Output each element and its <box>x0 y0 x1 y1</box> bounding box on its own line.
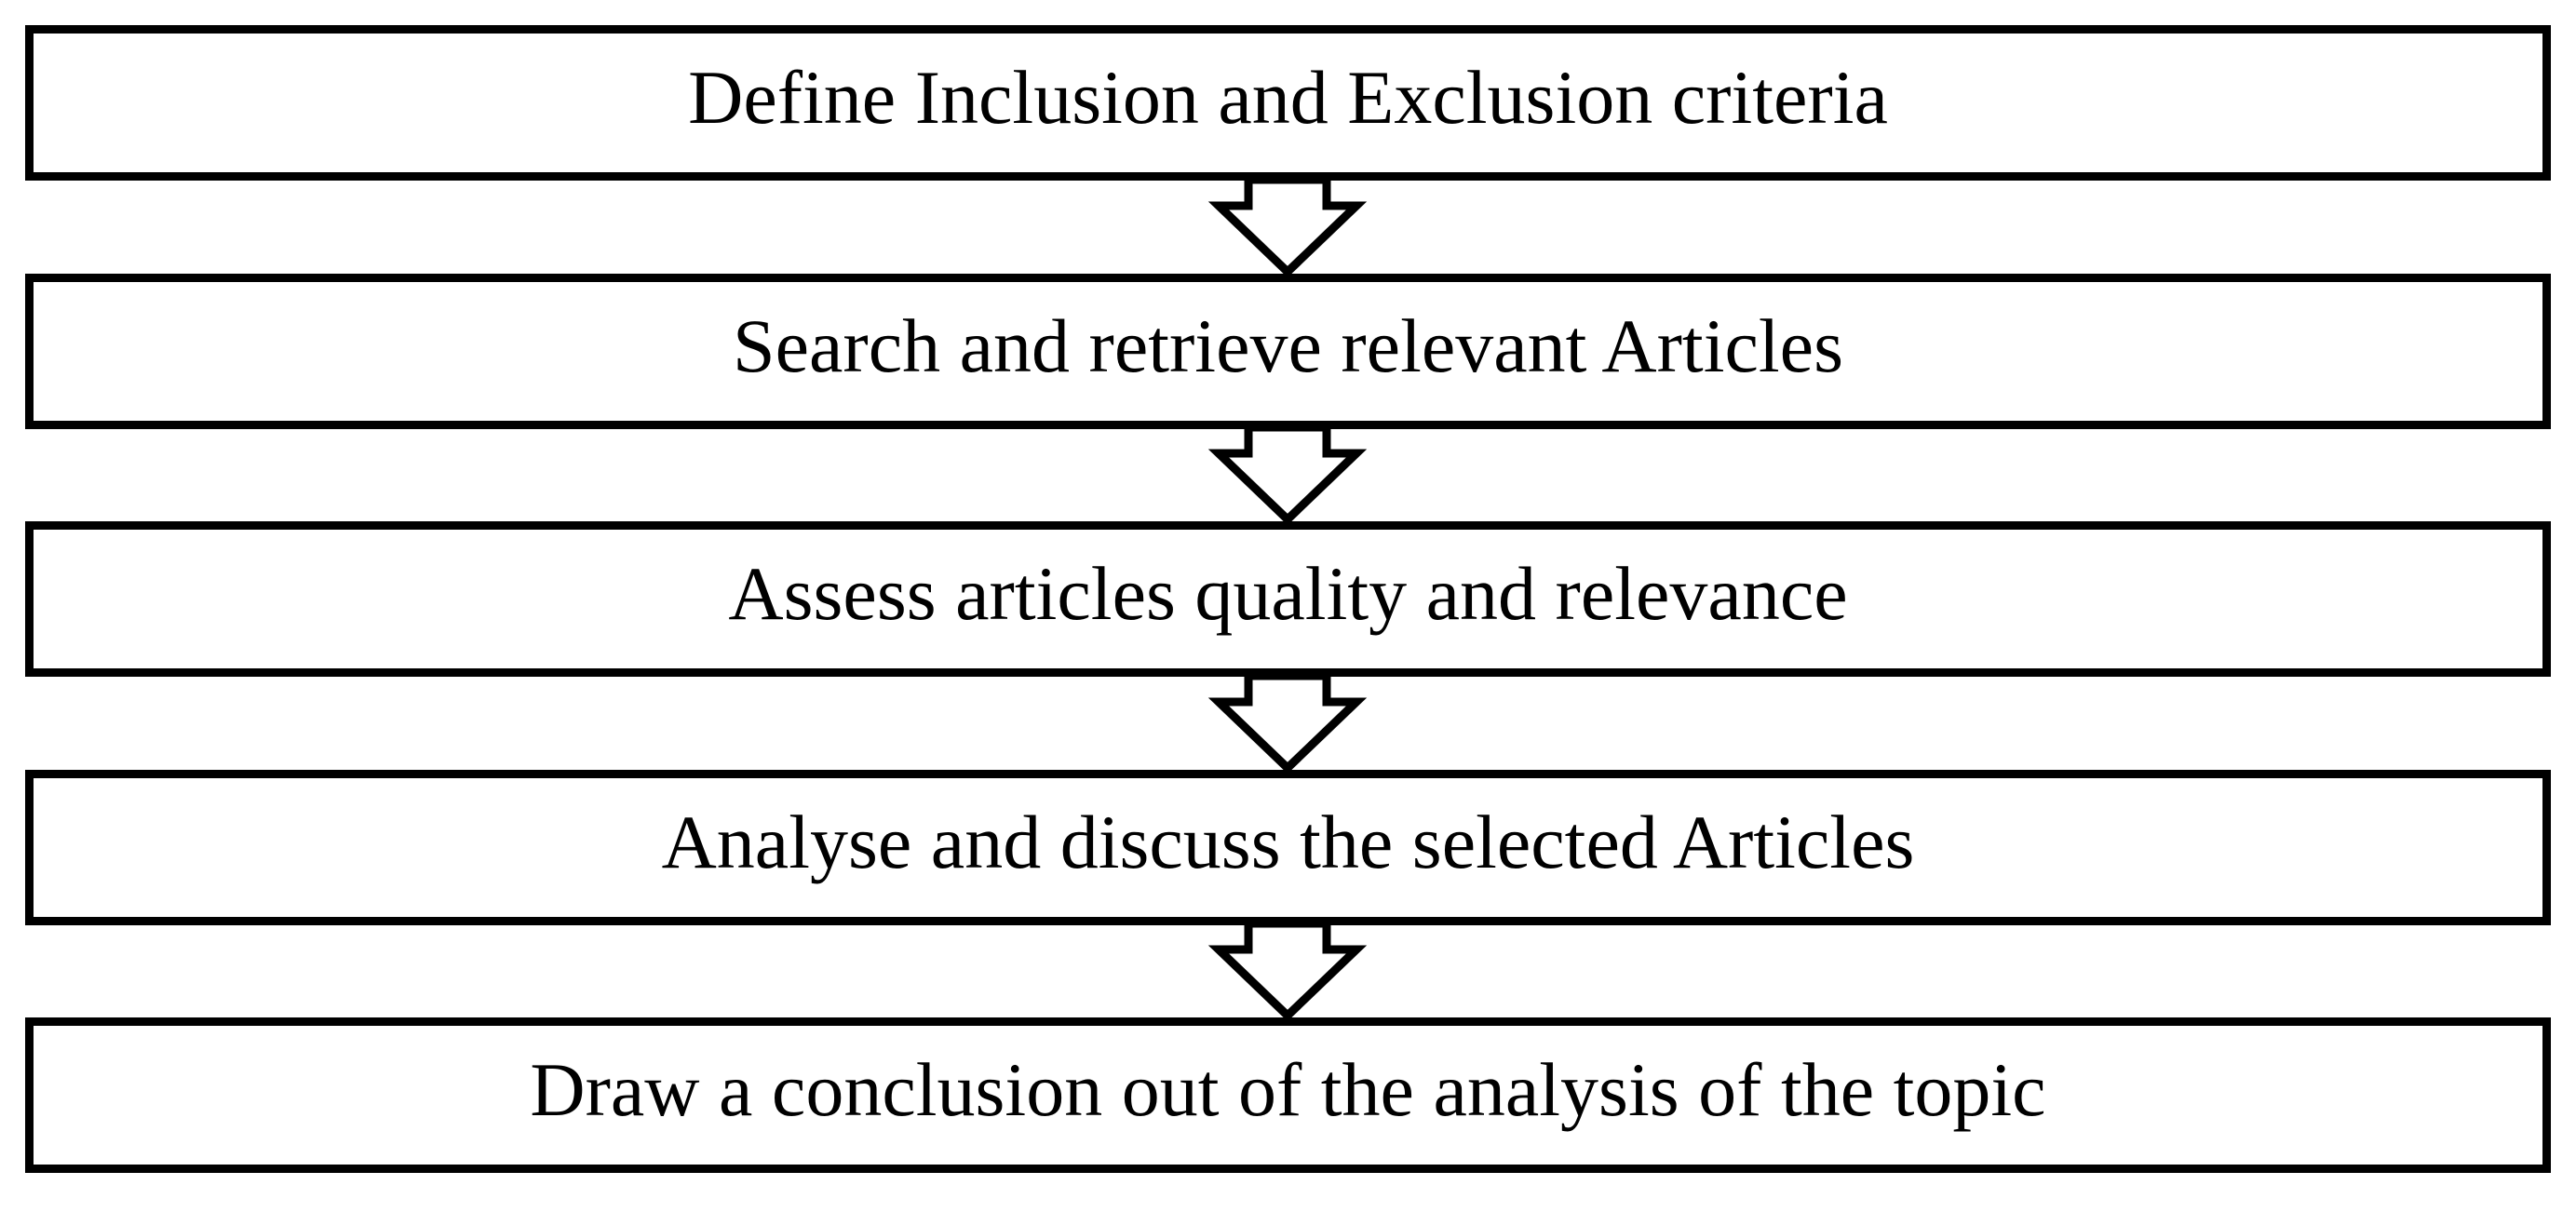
down-arrow-icon <box>1207 175 1368 278</box>
down-arrow-icon <box>1207 919 1368 1022</box>
down-arrow-icon <box>1207 423 1368 526</box>
step-label-draw-conclusion: Draw a conclusion out of the analysis of… <box>530 1046 2046 1132</box>
step-box-analyse-articles: Analyse and discuss the selected Article… <box>25 770 2551 925</box>
step-box-assess-quality: Assess articles quality and relevance <box>25 521 2551 677</box>
step-label-search-articles: Search and retrieve relevant Articles <box>733 303 1843 388</box>
step-box-search-articles: Search and retrieve relevant Articles <box>25 274 2551 429</box>
step-label-define-criteria: Define Inclusion and Exclusion criteria <box>688 54 1888 140</box>
down-arrow-icon <box>1207 671 1368 774</box>
step-label-assess-quality: Assess articles quality and relevance <box>728 550 1848 636</box>
step-label-analyse-articles: Analyse and discuss the selected Article… <box>661 799 1915 884</box>
step-box-define-criteria: Define Inclusion and Exclusion criteria <box>25 25 2551 181</box>
step-box-draw-conclusion: Draw a conclusion out of the analysis of… <box>25 1017 2551 1173</box>
